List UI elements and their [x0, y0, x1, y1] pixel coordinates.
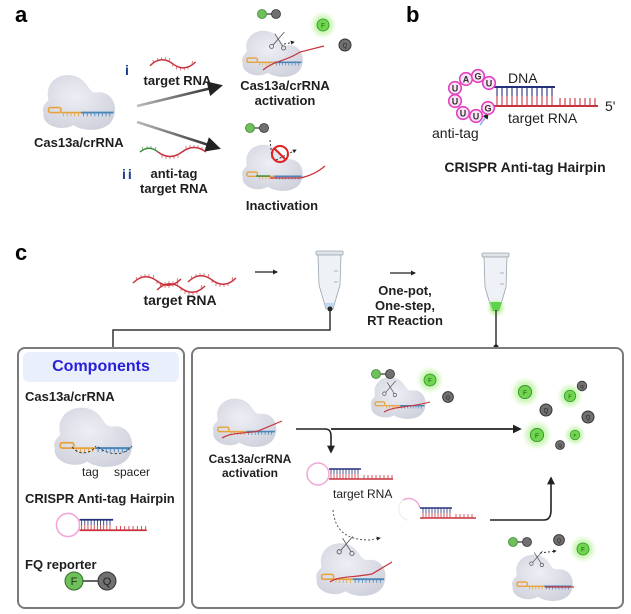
component-hairpin-title: CRISPR Anti-tag Hairpin [25, 491, 175, 506]
fluorophore-letter: F [71, 576, 78, 588]
workflow-activation-line2: activation [221, 466, 278, 480]
reaction-label-line2: One-step, [375, 298, 435, 313]
anti-tag-label-line2: target RNA [140, 181, 208, 196]
hairpin-title: CRISPR Anti-tag Hairpin [444, 159, 606, 175]
component-hairpin-icon [55, 512, 148, 538]
components-header: Components [23, 352, 179, 382]
workflow-hairpin-target-rna-label: target RNA [333, 487, 393, 501]
tag-label: tag [82, 465, 99, 479]
workflow-cleaved-hairpin [398, 497, 476, 521]
arrow-cleaved-to-fluorescence [490, 476, 555, 521]
base-pairs [496, 87, 596, 106]
path-ii-numeral: ii [122, 166, 134, 182]
five-prime-label: 5' [605, 98, 616, 114]
workflow-cleaving-hairpin-complex [315, 509, 393, 597]
workflow-cleaving-complex-top [370, 376, 431, 420]
path-i-numeral: i [125, 62, 131, 78]
loop-nucleotide [447, 93, 463, 109]
fluorescence-signal-cluster [509, 376, 595, 451]
loop-nucleotide-letter: U [452, 83, 459, 93]
spacer-label: spacer [114, 465, 151, 479]
loop-nucleotide [481, 75, 497, 91]
workflow-activation-line1: Cas13a/crRNA [208, 452, 292, 466]
loop-nucleotide-letter: U [460, 108, 467, 118]
loop-nucleotide-letter: G [484, 103, 491, 113]
anti-tag-pointer-arrow [479, 113, 489, 126]
anti-tag-target-rna-strand [139, 145, 207, 159]
workflow-fq-reporter-top [370, 368, 396, 380]
loop-nucleotide [455, 105, 471, 121]
prohibited-icon [271, 145, 289, 163]
loop-nucleotide-letter: U [473, 111, 480, 121]
inactivation-label: Inactivation [245, 198, 319, 213]
anti-tag-label: anti-tag [432, 125, 479, 141]
activation-label-line1: Cas13a/crRNA [240, 78, 330, 93]
reaction-tube-fluorescent [481, 252, 510, 318]
component-fq-reporter-icon: F Q [64, 571, 117, 591]
arrow-to-hairpin-step [296, 428, 335, 454]
target-rna-label: target RNA [508, 110, 578, 126]
component-cas13a-icon [53, 406, 134, 468]
reaction-label-line3: RT Reaction [367, 313, 443, 328]
loop-nucleotide-letter: U [486, 78, 493, 88]
workflow-fq-reporter-bottom [507, 536, 533, 548]
workflow-cleaving-complex-bottom [511, 549, 574, 602]
reaction-tube-empty [315, 250, 344, 310]
panel-c-letter: c [15, 240, 28, 265]
loop-nucleotide [470, 68, 486, 84]
workflow-hairpin-with-target [306, 462, 394, 486]
tag-spacer-brackets [71, 445, 133, 455]
workflow-activated-complex [211, 397, 283, 448]
workflow-fluor-top [415, 365, 445, 395]
loop-nucleotide-letter: G [474, 71, 481, 81]
dna-label: DNA [508, 70, 538, 86]
activated-complex [241, 30, 325, 78]
loop-nucleotide-letter: A [463, 74, 470, 84]
connector-tube-to-components [112, 309, 331, 351]
loop-nucleotide [468, 108, 484, 124]
component-fq-reporter-title: FQ reporter [25, 557, 97, 572]
panel-c-target-rna-label: target RNA [143, 292, 217, 308]
inactivated-complex [241, 139, 326, 192]
quencher-letter: Q [103, 576, 112, 588]
bound-target-rna [262, 45, 325, 71]
cas13a-crrna-label: Cas13a/crRNA [34, 135, 124, 150]
component-cas13a-title: Cas13a/crRNA [25, 389, 115, 404]
arrow-path-ii [136, 120, 221, 152]
activation-label-line2: activation [254, 93, 316, 108]
panel-b-letter: b [406, 2, 420, 27]
reaction-label-line1: One-pot, [378, 283, 432, 298]
arrow-path-i [136, 81, 223, 108]
loop-nucleotide-letter: U [452, 96, 459, 106]
components-panel: Components Cas13a/crRNA tag spacer CRISP… [17, 347, 185, 609]
anti-tag-label-line1: anti-tag [150, 166, 198, 181]
workflow-quencher-top [442, 391, 454, 403]
path-i-target-rna-label: target RNA [143, 73, 212, 88]
workflow-fluor-bottom [568, 534, 598, 564]
loop-nucleotide [480, 100, 496, 116]
panel-a-graphics [41, 8, 352, 192]
panel-a-letter: a [15, 2, 28, 27]
workflow-quencher-bottom [553, 534, 565, 546]
panel-c-graphics [112, 250, 510, 351]
